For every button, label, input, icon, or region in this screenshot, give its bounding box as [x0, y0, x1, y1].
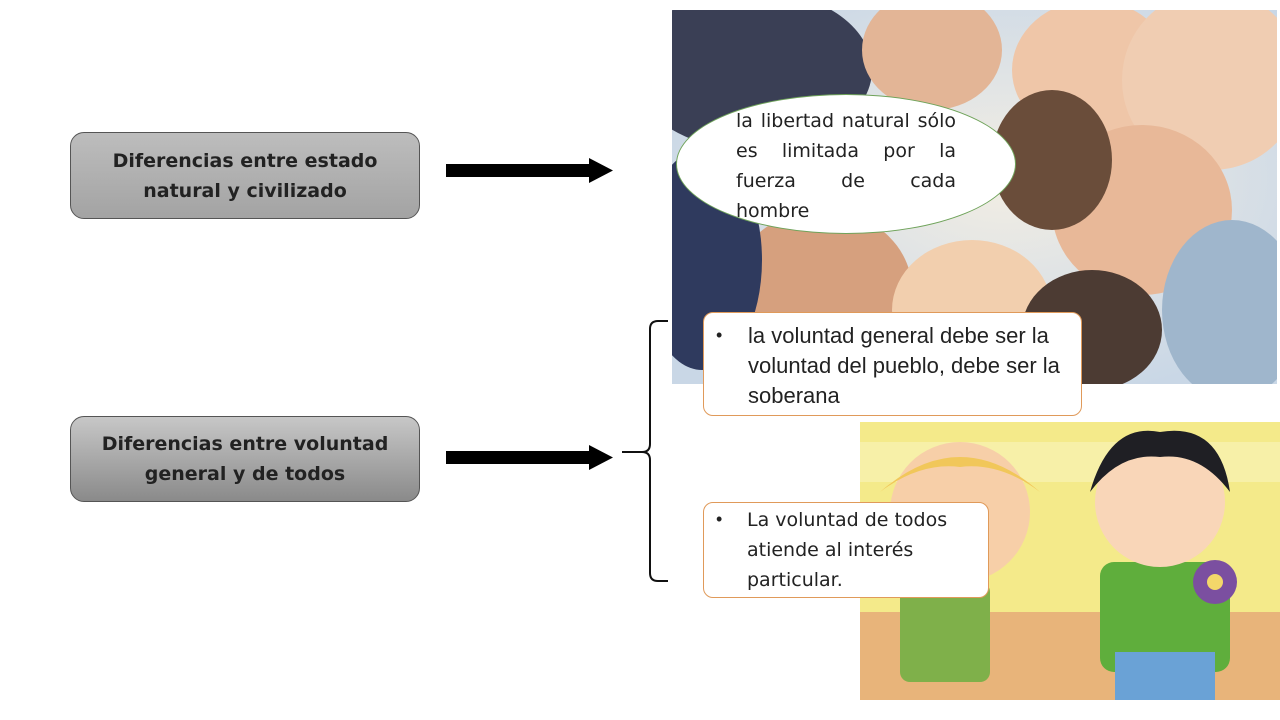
callout-voluntad-todos: •: [703, 502, 989, 598]
ellipse-callout-text: la libertad natural sólo es limitada por…: [736, 110, 956, 222]
arrow-right-icon: [446, 158, 613, 183]
callout-voluntad-todos-text: La voluntad de todos atiende al interés …: [747, 509, 948, 591]
box-estado-natural-label: Diferencias entre estado natural y civil…: [112, 149, 378, 202]
brace-icon: [622, 320, 668, 582]
ellipse-callout: [676, 94, 1016, 234]
arrow-right-icon: [446, 445, 613, 470]
callout-voluntad-general-text: la voluntad general debe ser la voluntad…: [748, 323, 1060, 408]
kids-cartoon: [860, 422, 1280, 700]
callout-voluntad-general: •: [703, 312, 1082, 416]
box-voluntad-general: Diferencias entre voluntad general y de …: [70, 416, 420, 502]
box-estado-natural: Diferencias entre estado natural y civil…: [70, 132, 420, 219]
box-voluntad-general-label: Diferencias entre voluntad general y de …: [101, 433, 389, 485]
bullet-icon: •: [716, 325, 723, 345]
bullet-icon: •: [716, 509, 723, 529]
